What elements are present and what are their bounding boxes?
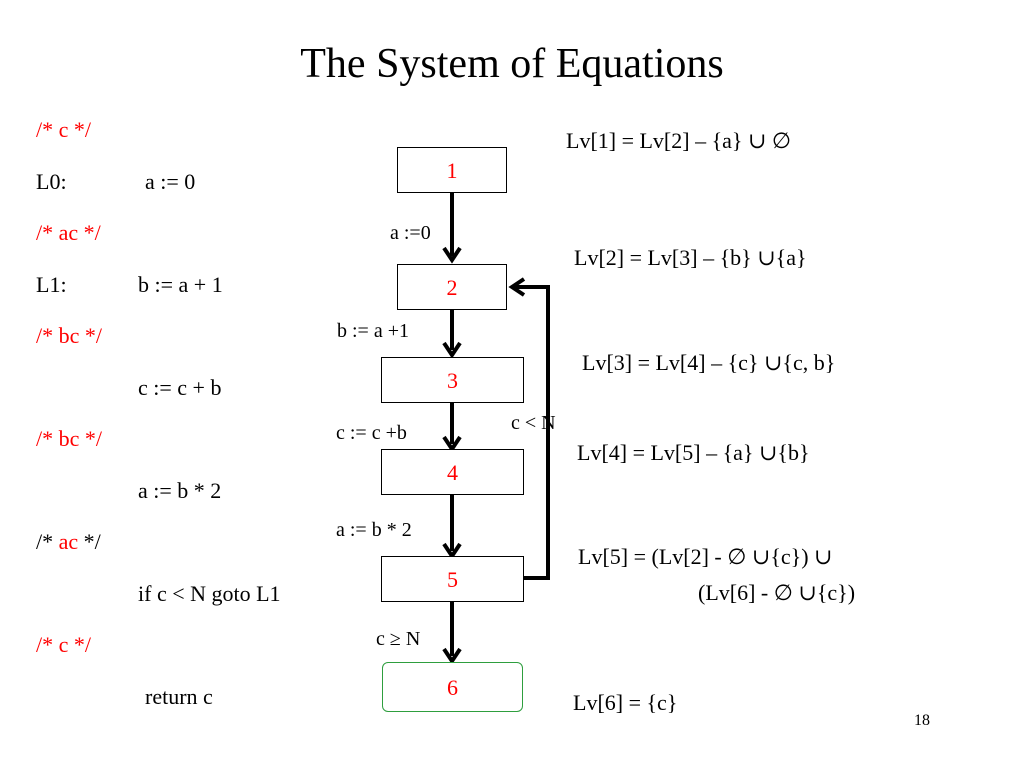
equation-lv5-line1: Lv[5] = (Lv[2] - ∅ ∪{c}) ∪ [578,544,833,569]
code-stmt-6: return c [145,684,213,709]
code-stmt-5: if c < N goto L1 [138,581,281,606]
edge-label-5-6: c ≥ N [376,628,421,650]
edge-5-2-back [512,285,550,580]
cfg-node-2: 2 [397,264,507,310]
code-label-l0: L0: [36,169,67,194]
cfg-node-6: 6 [382,662,523,712]
cfg-node-1: 1 [397,147,507,193]
code-comment-1: /* c */ [36,117,91,142]
equation-lv4: Lv[4] = Lv[5] – {a} ∪{b} [577,440,810,465]
equation-lv6: Lv[6] = {c} [573,690,678,715]
equation-lv3: Lv[3] = Lv[4] – {c} ∪{c, b} [582,350,836,375]
code-stmt-1: a := 0 [145,169,196,194]
code-comment-5: /* ac */ [36,529,101,555]
code-comment-5-suffix: */ [78,529,101,554]
code-stmt-3: c := c + b [138,375,222,400]
code-stmt-4: a := b * 2 [138,478,222,503]
code-comment-6: /* c */ [36,632,91,657]
cfg-node-5: 5 [381,556,524,602]
edge-label-1-2: a :=0 [390,222,431,244]
code-comment-5-highlight: ac [58,529,79,554]
edge-1-2-head [442,246,462,264]
code-comment-3: /* bc */ [36,323,102,348]
equation-lv2: Lv[2] = Lv[3] – {b} ∪{a} [574,245,807,270]
cfg-node-4: 4 [381,449,524,495]
edge-label-2-3: b := a +1 [337,320,409,342]
edge-2-3-head [442,341,462,359]
code-label-l1: L1: [36,272,67,297]
code-comment-4: /* bc */ [36,426,102,451]
code-stmt-2: b := a + 1 [138,272,223,297]
equation-lv5-line2: (Lv[6] - ∅ ∪{c}) [698,580,856,605]
code-comment-2: /* ac */ [36,220,101,245]
edge-label-3-4: c := c +b [336,422,407,444]
edge-5-2-back-head [508,277,526,297]
page-number: 18 [914,712,930,729]
edge-5-6-head [442,647,462,665]
equation-lv1: Lv[1] = Lv[2] – {a} ∪ ∅ [566,128,792,153]
slide-title: The System of Equations [300,41,724,87]
edge-label-back: c < N [511,412,556,434]
edge-label-4-5: a := b * 2 [336,519,412,541]
cfg-node-3: 3 [381,357,524,403]
code-comment-5-prefix: /* [36,529,59,554]
